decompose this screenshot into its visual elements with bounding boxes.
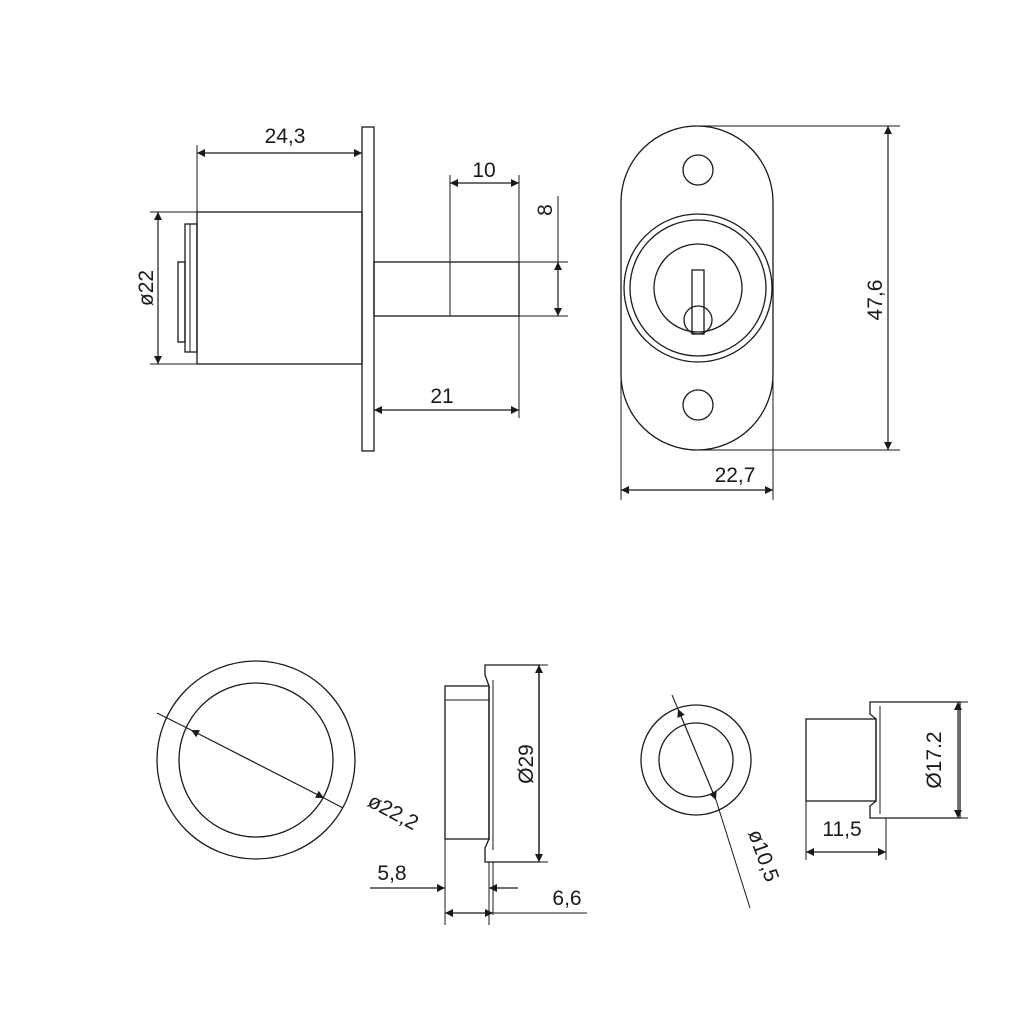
ring-outer	[156, 660, 356, 860]
rear-cap	[184, 223, 198, 353]
cylinder-face-inner	[629, 219, 767, 357]
dim-bolt-width: 10	[472, 159, 495, 182]
dim-keeper-length: 11,5	[822, 818, 861, 841]
dim-sleeve-diameter: Ø29	[515, 744, 538, 784]
dim-bolt-height: 8	[534, 204, 557, 216]
cylinder-body	[196, 211, 363, 365]
dim-plate-width: 22,7	[715, 464, 756, 487]
keeper-flange	[869, 701, 961, 819]
dim-keeper-diameter: ø10,5	[743, 827, 783, 885]
dim-bolt-length: 21	[430, 385, 453, 408]
keeper-body	[805, 718, 877, 802]
keeper-inner	[658, 722, 734, 798]
key-plug	[653, 243, 743, 333]
ring-inner	[178, 682, 334, 838]
cylinder-face-outer	[623, 213, 773, 363]
screw-hole-bottom	[682, 389, 714, 421]
escutcheon-plate	[620, 125, 774, 451]
keeper-outer	[640, 704, 752, 816]
keeper-side-view: Ø17.2 11,5	[805, 701, 968, 860]
keyway-slot	[691, 269, 705, 335]
ring-front-view: ø22,2	[156, 660, 422, 860]
sleeve-side-view: Ø29 5,8 6,6	[370, 664, 587, 925]
dim-keeper-outer-diameter: Ø17.2	[923, 731, 946, 788]
lock-side-view: 24,3 ø22 10 8 21	[135, 125, 568, 452]
sleeve-body	[444, 685, 490, 840]
lock-front-view: 47,6 22,7	[620, 125, 900, 500]
dim-sleeve-length: 6,6	[552, 887, 581, 910]
keyway-round	[683, 305, 713, 335]
flange-plate	[361, 126, 375, 452]
dim-plate-height: 47,6	[864, 280, 887, 321]
bolt	[373, 261, 520, 317]
dim-ring-diameter: ø22,2	[364, 790, 422, 836]
keeper-front-view: ø10,5	[640, 694, 783, 909]
rear-tab	[177, 261, 186, 343]
dim-body-length: 24,3	[265, 125, 306, 148]
screw-hole-top	[682, 154, 714, 186]
dim-body-diameter: ø22	[135, 270, 158, 306]
dim-sleeve-depth: 5,8	[377, 862, 406, 885]
